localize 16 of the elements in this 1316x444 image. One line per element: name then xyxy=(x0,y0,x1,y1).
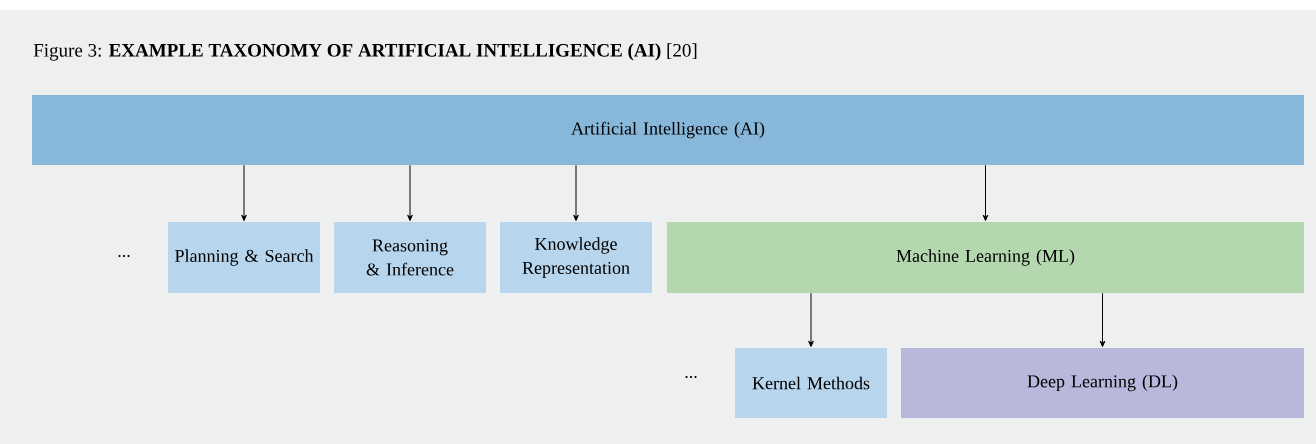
arrow xyxy=(407,164,413,222)
category-bar: Machine Learning (ML) xyxy=(667,222,1304,293)
arrow xyxy=(573,164,579,222)
category-box: Kernel Methods xyxy=(735,348,887,418)
category-box: Reasoning & Inference xyxy=(334,222,486,293)
arrow xyxy=(1099,292,1106,348)
arrow xyxy=(241,164,247,222)
arrow xyxy=(808,292,814,348)
figure-title: Figure 3: EXAMPLE TAXONOMY OF ARTIFICIAL INTELLIGENCE (AI) [20] xyxy=(33,43,697,61)
category-box: Knowledge Representation xyxy=(500,222,652,293)
ellipsis: ... xyxy=(685,375,697,379)
category-bar: Artificial Intelligence (AI) xyxy=(32,95,1304,165)
category-box: Planning & Search xyxy=(168,222,320,293)
category-bar: Deep Learning (DL) xyxy=(901,348,1304,418)
arrow xyxy=(982,164,989,222)
ellipsis: ... xyxy=(118,254,130,258)
